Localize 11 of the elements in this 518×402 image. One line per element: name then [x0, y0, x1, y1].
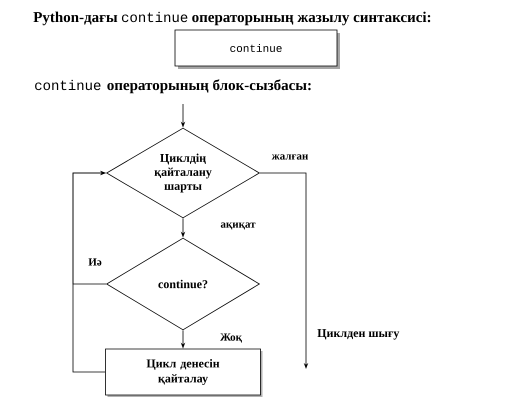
edge-label: Жоқ: [219, 332, 243, 344]
heading-text: Python-дағы: [33, 12, 118, 26]
edge-label: ақиқат: [219, 221, 257, 231]
code-box: continue: [174, 30, 340, 69]
edge-label: жалған: [270, 153, 310, 161]
code-text: continue: [35, 80, 100, 90]
code-text: continue: [122, 12, 188, 22]
heading-text: операторының блок-сызбасы:: [107, 79, 311, 94]
process-box: Цикл денесін қайталау: [105, 348, 262, 397]
exit-label: Циклден шығу: [317, 329, 400, 340]
edge-label: Иә: [87, 257, 103, 267]
